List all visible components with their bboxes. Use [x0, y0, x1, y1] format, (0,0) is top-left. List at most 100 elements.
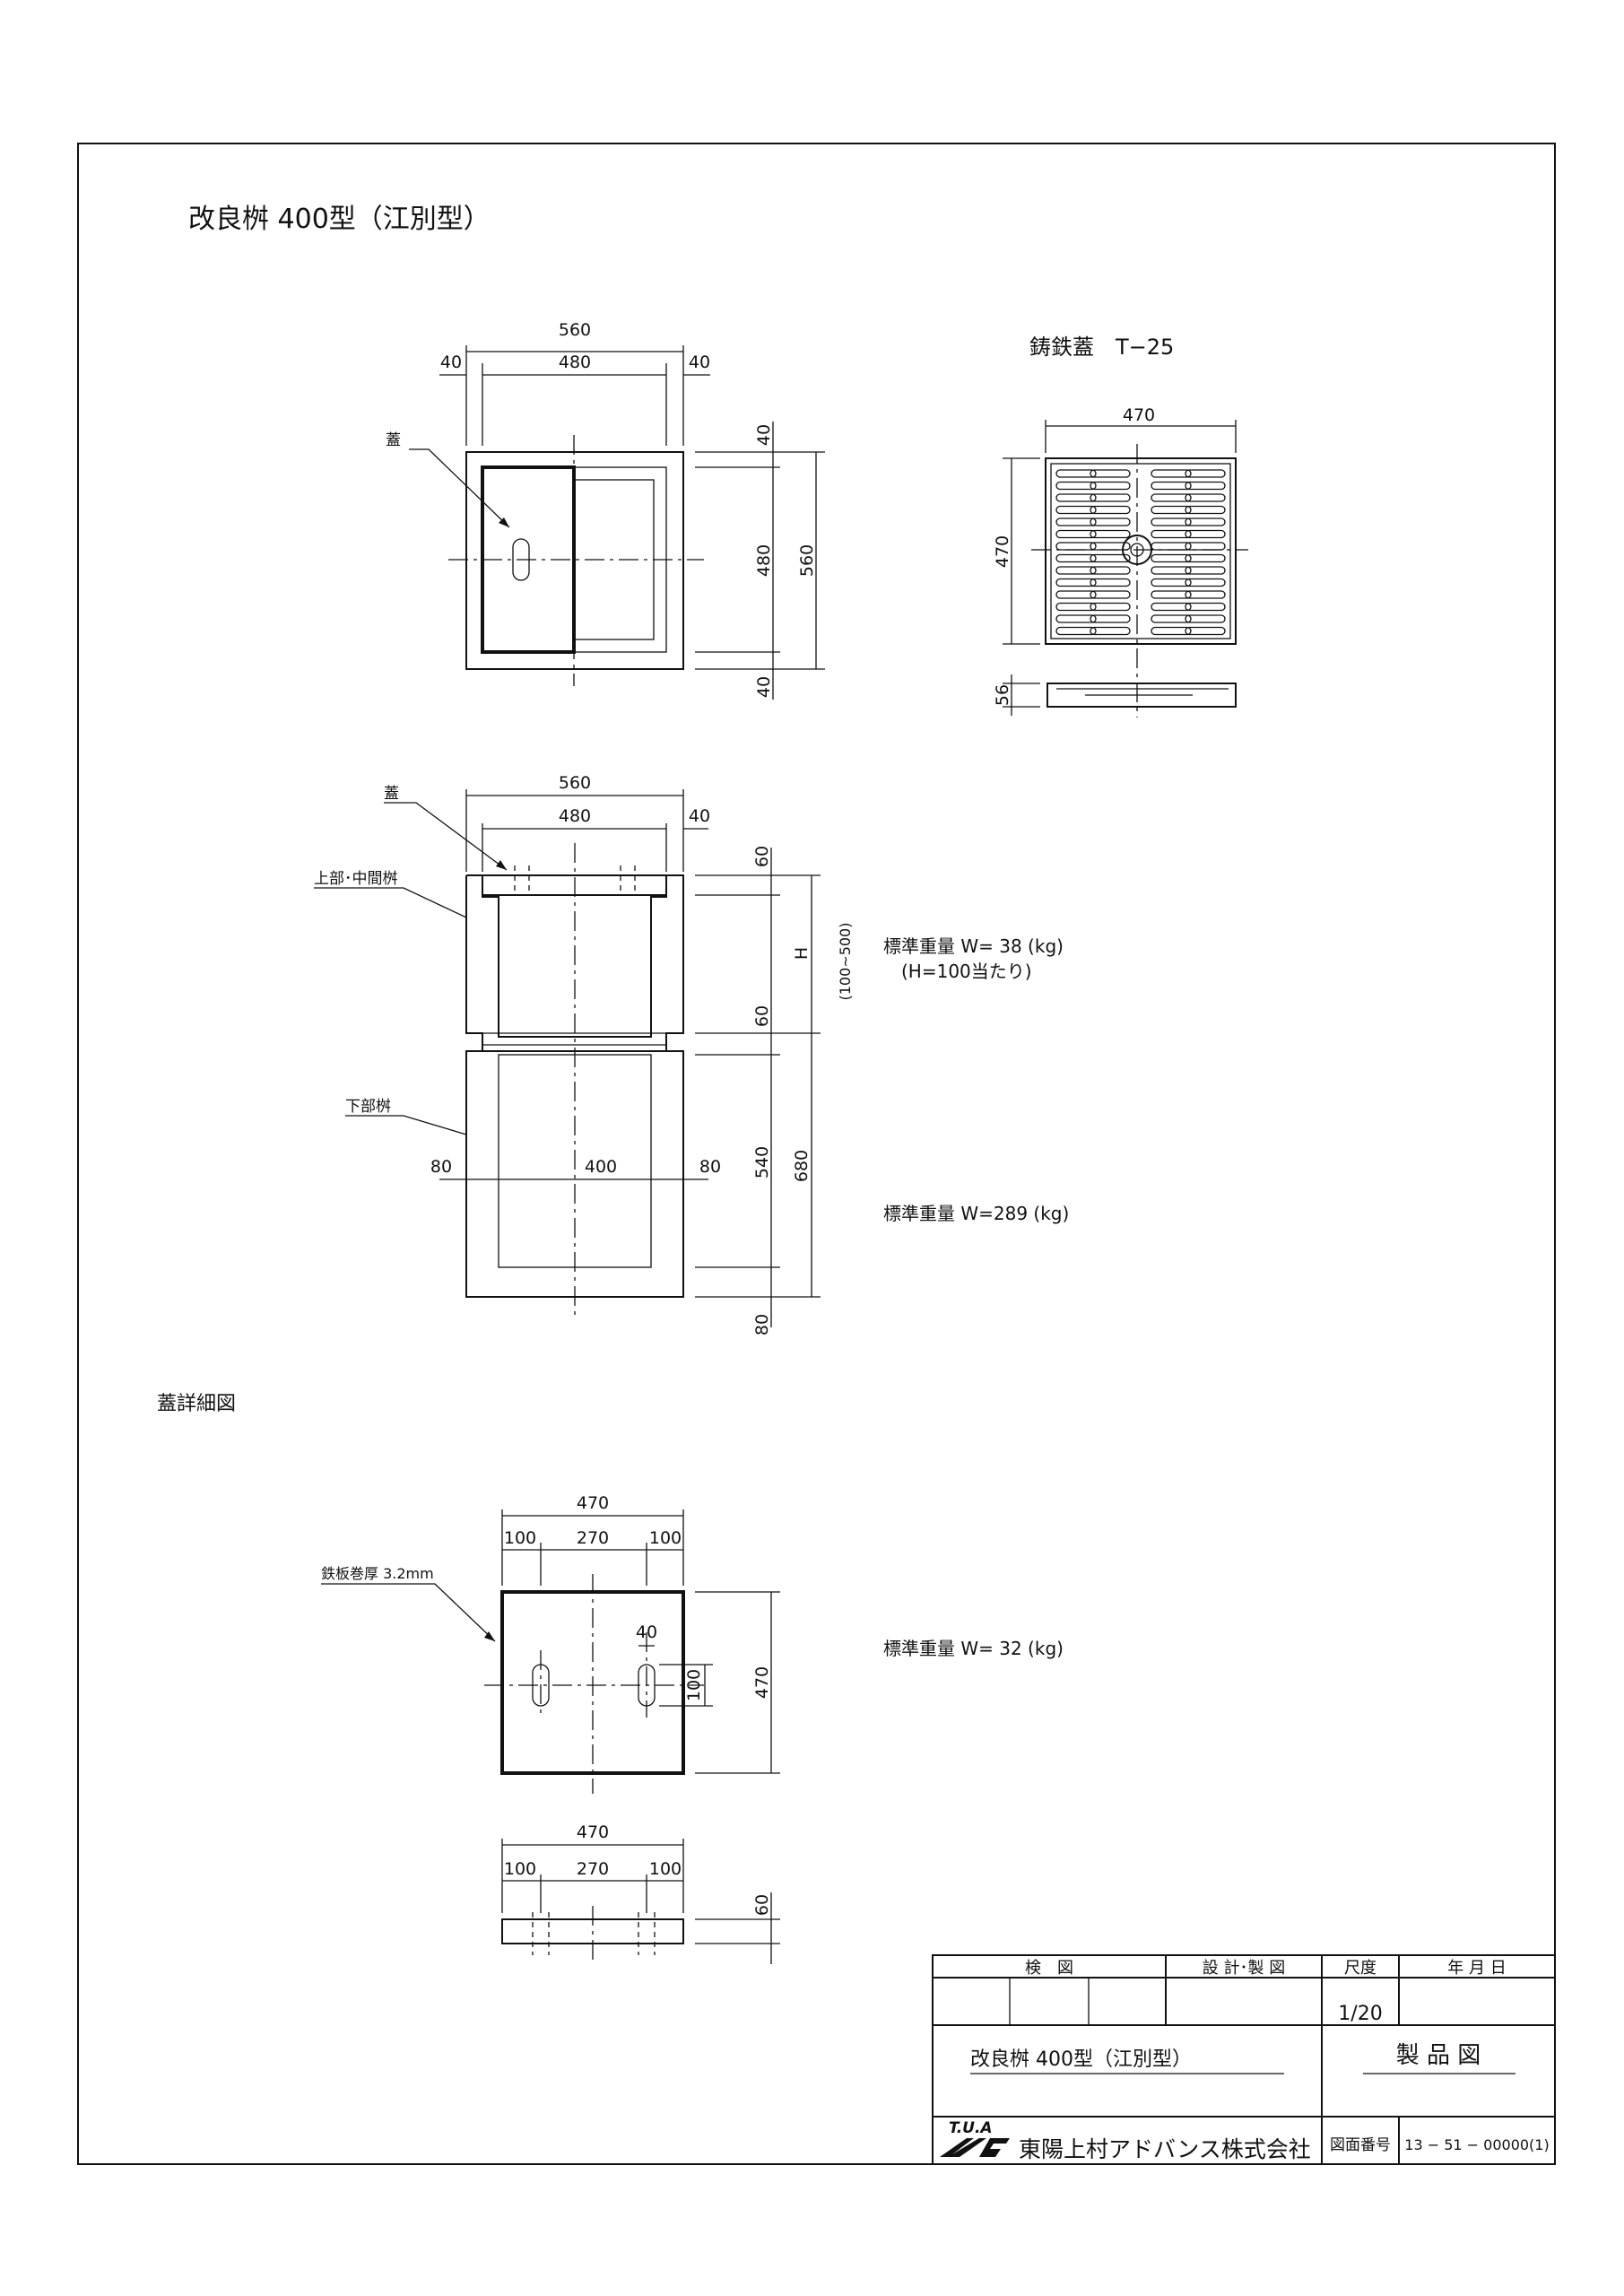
grate-slot: [1151, 505, 1192, 515]
grate-slot: [1090, 553, 1131, 563]
lid-detail-dim-right: 100: [649, 1528, 682, 1548]
dim-overall-width: 560: [559, 320, 591, 340]
side-dim-width: 470: [577, 1822, 609, 1842]
grate-slot: [1185, 578, 1226, 587]
dim-lid-thickness: 60: [752, 846, 772, 867]
grate-slot: [1090, 590, 1131, 599]
dim-right-margin: 40: [689, 352, 710, 372]
lid-detail-dim-height: 470: [752, 1666, 772, 1699]
dim-height-h: H: [792, 947, 812, 960]
tb-scale: 1/20: [1338, 2003, 1382, 2025]
grate-slot: [1185, 493, 1226, 502]
lid-detail-dim-width: 470: [577, 1493, 609, 1513]
lid-detail-dim-slot-height: 100: [684, 1669, 704, 1701]
grate-slot: [1090, 614, 1131, 623]
dim-height-range: (100∼500): [837, 923, 854, 1001]
cast-iron-lid: 鋳鉄蓋 T−25 470 470 56: [993, 335, 1248, 718]
side-dim-right: 100: [649, 1859, 682, 1879]
cast-lid-side: [1046, 683, 1237, 708]
grate-slot: [1151, 529, 1192, 539]
grate-slot: [1185, 517, 1226, 526]
dim-bottom-margin: 40: [754, 676, 774, 698]
grate-slot: [1090, 517, 1131, 526]
grate-slot: [1055, 566, 1097, 575]
cast-lid-dim-height: 470: [993, 535, 1012, 568]
grate-slot: [1055, 493, 1097, 502]
grate-slot: [1090, 469, 1131, 478]
grate-slot: [1151, 553, 1192, 563]
grate-slot: [1151, 602, 1192, 612]
grate-slot: [1151, 590, 1192, 599]
grate-slot: [1151, 481, 1192, 491]
section-dim-right-margin: 40: [689, 806, 710, 826]
plate-label: 鉄板巻厚 3.2mm: [321, 1565, 434, 1582]
tb-number: 13 − 51 − 00000(1): [1404, 2136, 1549, 2153]
section-view: 蓋 上部･中間桝 下部桝 560 480 40 60 H (100∼500) 6…: [314, 773, 1069, 1335]
grate-slot: [1055, 481, 1097, 491]
grate-slot: [1055, 578, 1097, 587]
dim-wall-left: 80: [430, 1157, 452, 1177]
weight-lower: 標準重量 W=289 (kg): [883, 1203, 1069, 1224]
weight-upper-note: (H=100当たり): [901, 961, 1032, 982]
grate-slot: [1151, 626, 1192, 636]
grate-slot: [1151, 517, 1192, 526]
lid-detail-dim-mid: 270: [577, 1528, 609, 1548]
grate-slot: [1055, 505, 1097, 515]
grate-slot: [1185, 469, 1226, 478]
grate-slot: [1185, 566, 1226, 575]
tb-design: 設 計･製 図: [1203, 1959, 1285, 1978]
logo-text: T.U.A: [949, 2119, 993, 2137]
tb-company: 東陽上村アドバンス株式会社: [1019, 2136, 1311, 2162]
lid-detail-dim-left: 100: [504, 1528, 536, 1548]
grate-slot: [1151, 578, 1192, 587]
grate-slot: [1185, 505, 1226, 515]
dim-joint-thickness: 60: [752, 1005, 772, 1027]
page-title: 改良桝 400型（江別型）: [188, 204, 491, 235]
cast-lid-dim-width: 470: [1123, 405, 1155, 425]
grate-slot: [1185, 590, 1226, 599]
upper-box-label: 上部･中間桝: [314, 870, 398, 888]
tb-number-label: 図面番号: [1330, 2136, 1391, 2154]
grate-slot: [1055, 626, 1097, 636]
dim-base-thickness: 80: [752, 1314, 772, 1335]
side-dim-thickness: 60: [752, 1894, 772, 1916]
grate-slot: [1090, 481, 1131, 491]
grate-slot: [1090, 626, 1131, 636]
cast-lid-dim-thickness: 56: [993, 684, 1012, 706]
grate-slot: [1090, 566, 1131, 575]
grate-slot: [1055, 553, 1097, 563]
lid-label: 蓋: [386, 431, 401, 449]
dim-inner-height: 480: [754, 544, 774, 577]
dim-lower-height: 680: [792, 1150, 812, 1182]
grate-slot: [1185, 602, 1226, 612]
grate-slot: [1151, 614, 1192, 623]
section-dim-overall-width: 560: [559, 773, 591, 793]
cast-lid-title: 鋳鉄蓋 T−25: [1029, 335, 1174, 360]
weight-upper: 標準重量 W= 38 (kg): [883, 935, 1064, 957]
grate-slot: [1055, 602, 1097, 612]
dim-lower-inner-width: 400: [585, 1157, 617, 1177]
tb-inspect: 検 図: [1025, 1959, 1073, 1978]
lid-detail: 鉄板巻厚 3.2mm 470 100 270 100 40 100 470 標準…: [321, 1493, 1064, 1964]
lid-detail-weight: 標準重量 W= 32 (kg): [883, 1638, 1064, 1659]
dim-inner-width: 480: [559, 352, 591, 372]
grate-slot: [1090, 578, 1131, 587]
grate-slot: [1090, 493, 1131, 502]
grate-slot: [1185, 553, 1226, 563]
section-dim-inner-width: 480: [559, 806, 591, 826]
grate-slot: [1151, 566, 1192, 575]
tb-drawing-title: 改良桝 400型（江別型）: [970, 2048, 1192, 2071]
side-dim-mid: 270: [577, 1859, 609, 1879]
lid-detail-dim-slot-width: 40: [636, 1622, 657, 1642]
grate-slot: [1055, 517, 1097, 526]
grate-slot: [1055, 590, 1097, 599]
tb-drawing-type: 製 品 図: [1396, 2042, 1481, 2069]
dim-top-margin: 40: [754, 424, 774, 446]
grate-slot: [1055, 529, 1097, 539]
tb-date-label: 年 月 日: [1447, 1959, 1506, 1978]
grate-slot: [1090, 505, 1131, 515]
lower-box-label: 下部桝: [345, 1098, 391, 1116]
dim-left-margin: 40: [440, 352, 462, 372]
company-logo: T.U.A: [940, 2119, 1010, 2157]
